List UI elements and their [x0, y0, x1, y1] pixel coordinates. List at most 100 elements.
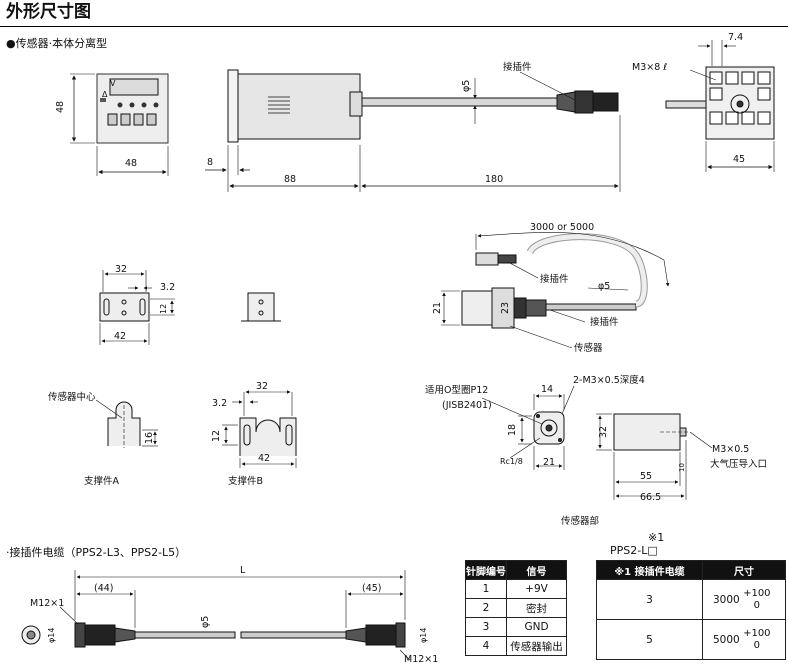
size-table-header-size: 尺寸	[702, 560, 786, 580]
size-table-header-cable: ※1 接插件电缆	[596, 560, 703, 580]
label-sensor-m3: M3×0.5	[712, 444, 749, 455]
dim-cable-l: L	[240, 565, 246, 576]
tolerance-minus: 0	[753, 639, 760, 651]
pin-number: 3	[465, 617, 507, 637]
size-value: 3000	[713, 593, 740, 606]
label-rc: Rc1/8	[500, 457, 523, 466]
tolerance: +100 0	[743, 588, 770, 612]
label-atm-port: 大气压导入口	[710, 458, 767, 470]
size-table: ※1 接插件电缆 尺寸 3 3000 +100 0 5 5000 +100 0	[596, 560, 786, 660]
tolerance-plus: +100	[743, 587, 771, 599]
table-row: 3 3000 +100 0	[596, 579, 786, 620]
label-sensor: 传感器	[574, 342, 603, 354]
cable-code: 5	[596, 619, 703, 660]
dim-back-7-4: 7.4	[728, 32, 743, 43]
bracket-b	[239, 417, 297, 456]
dim-cable-phi14-left: φ14	[47, 628, 56, 643]
dim-phi5-loop: φ5	[598, 281, 610, 292]
dim-cable-44: (44)	[94, 583, 114, 594]
sensor-side-view	[613, 413, 690, 451]
sensor-port-detail	[533, 411, 565, 445]
controller-side-view	[227, 69, 619, 143]
label-jis: (JISB2401)	[442, 400, 492, 411]
dim-port-14: 14	[541, 384, 553, 395]
label-m3-depth: 2-M3×0.5深度4	[573, 374, 645, 386]
dim-front-width: 48	[125, 158, 137, 169]
pin-number: 1	[465, 579, 507, 599]
page-title: 外形尺寸图	[6, 2, 91, 22]
dim-sensor-66-5: 66.5	[640, 492, 661, 503]
label-oring: 适用O型圈P12	[425, 385, 488, 396]
label-bracket-a-center: 传感器中心	[48, 391, 96, 403]
tolerance-plus: +100	[743, 627, 771, 639]
dim-side-8: 8	[207, 157, 213, 168]
dim-mount-32: 32	[115, 264, 127, 275]
label-connector-b: 接插件	[590, 316, 619, 328]
sensor-with-cable	[461, 233, 648, 329]
cable-code: 3	[596, 579, 703, 620]
label-m12-right: M12×1	[404, 654, 438, 665]
dim-back-45: 45	[733, 154, 745, 165]
dim-sensor-23: 23	[500, 302, 511, 314]
size-table-note-mark: ※1	[648, 531, 665, 544]
pin-number: 4	[465, 636, 507, 656]
dim-port-18: 18	[507, 424, 518, 436]
section-main-label: ●传感器·本体分离型	[6, 37, 108, 50]
controller-back-view	[665, 66, 775, 140]
dim-side-88: 88	[284, 174, 296, 185]
size-value: 5000	[713, 633, 740, 646]
dim-bracket-b-32: 32	[256, 381, 268, 392]
bracket-a	[107, 401, 141, 448]
size-value-cell: 5000 +100 0	[702, 619, 786, 660]
dim-sensor-32: 32	[598, 426, 609, 438]
dim-mount-42: 42	[114, 331, 126, 342]
controller-front-view	[96, 73, 169, 144]
dim-bracket-b-12: 12	[211, 430, 222, 442]
dim-phi5-top: φ5	[461, 80, 472, 92]
dim-front-height: 48	[55, 101, 66, 113]
label-sensor-part: 传感器部	[561, 515, 599, 527]
dim-cable-45: (45)	[362, 583, 382, 594]
dim-sensor-10: 10	[678, 463, 686, 472]
table-row: 1+9V	[465, 579, 567, 599]
dim-port-21: 21	[543, 457, 555, 468]
dim-mount-3-2: 3.2	[160, 282, 175, 293]
dim-cable-180: 180	[485, 174, 503, 185]
display-indicator-2: Δ	[102, 90, 108, 99]
size-table-model: PPS2-L□	[610, 544, 658, 557]
dim-cable-phi14-right: φ14	[419, 628, 428, 643]
dim-bracket-b-3-2: 3.2	[212, 398, 227, 409]
pin-table-header-pin: 针脚编号	[465, 560, 507, 580]
label-connector-a: 接插件	[540, 273, 569, 285]
connector-cable	[21, 622, 406, 648]
dim-bracket-a-16: 16	[144, 432, 155, 444]
dim-sensor-55: 55	[640, 471, 652, 482]
dim-cable-length: 3000 or 5000	[530, 222, 594, 233]
dim-sensor-21: 21	[432, 302, 443, 314]
size-value-cell: 3000 +100 0	[702, 579, 786, 620]
tolerance: +100 0	[743, 628, 770, 652]
display-indicator-1: V	[110, 79, 116, 88]
mounting-plate	[99, 292, 281, 322]
title-underline	[0, 26, 788, 27]
pin-number: 2	[465, 598, 507, 618]
label-connector-top: 接插件	[503, 61, 532, 73]
pin-signal: +9V	[506, 579, 567, 599]
pin-table-header-signal: 信号	[506, 560, 567, 580]
dim-bracket-b-42: 42	[258, 453, 270, 464]
dim-cable-phi5: φ5	[200, 616, 211, 628]
pin-signal: 密封	[506, 598, 567, 618]
label-bracket-a: 支撑件A	[84, 475, 120, 487]
section-cable-label: ·接插件电缆（PPS2-L3、PPS2-L5）	[6, 546, 187, 559]
table-row: 5 5000 +100 0	[596, 619, 786, 660]
pin-signal: GND	[506, 617, 567, 637]
dim-back-m3: M3×8 ℓ	[632, 62, 667, 73]
tolerance-minus: 0	[753, 599, 760, 611]
pin-signal: 传感器输出	[506, 636, 567, 656]
label-bracket-b: 支撑件B	[228, 475, 263, 487]
